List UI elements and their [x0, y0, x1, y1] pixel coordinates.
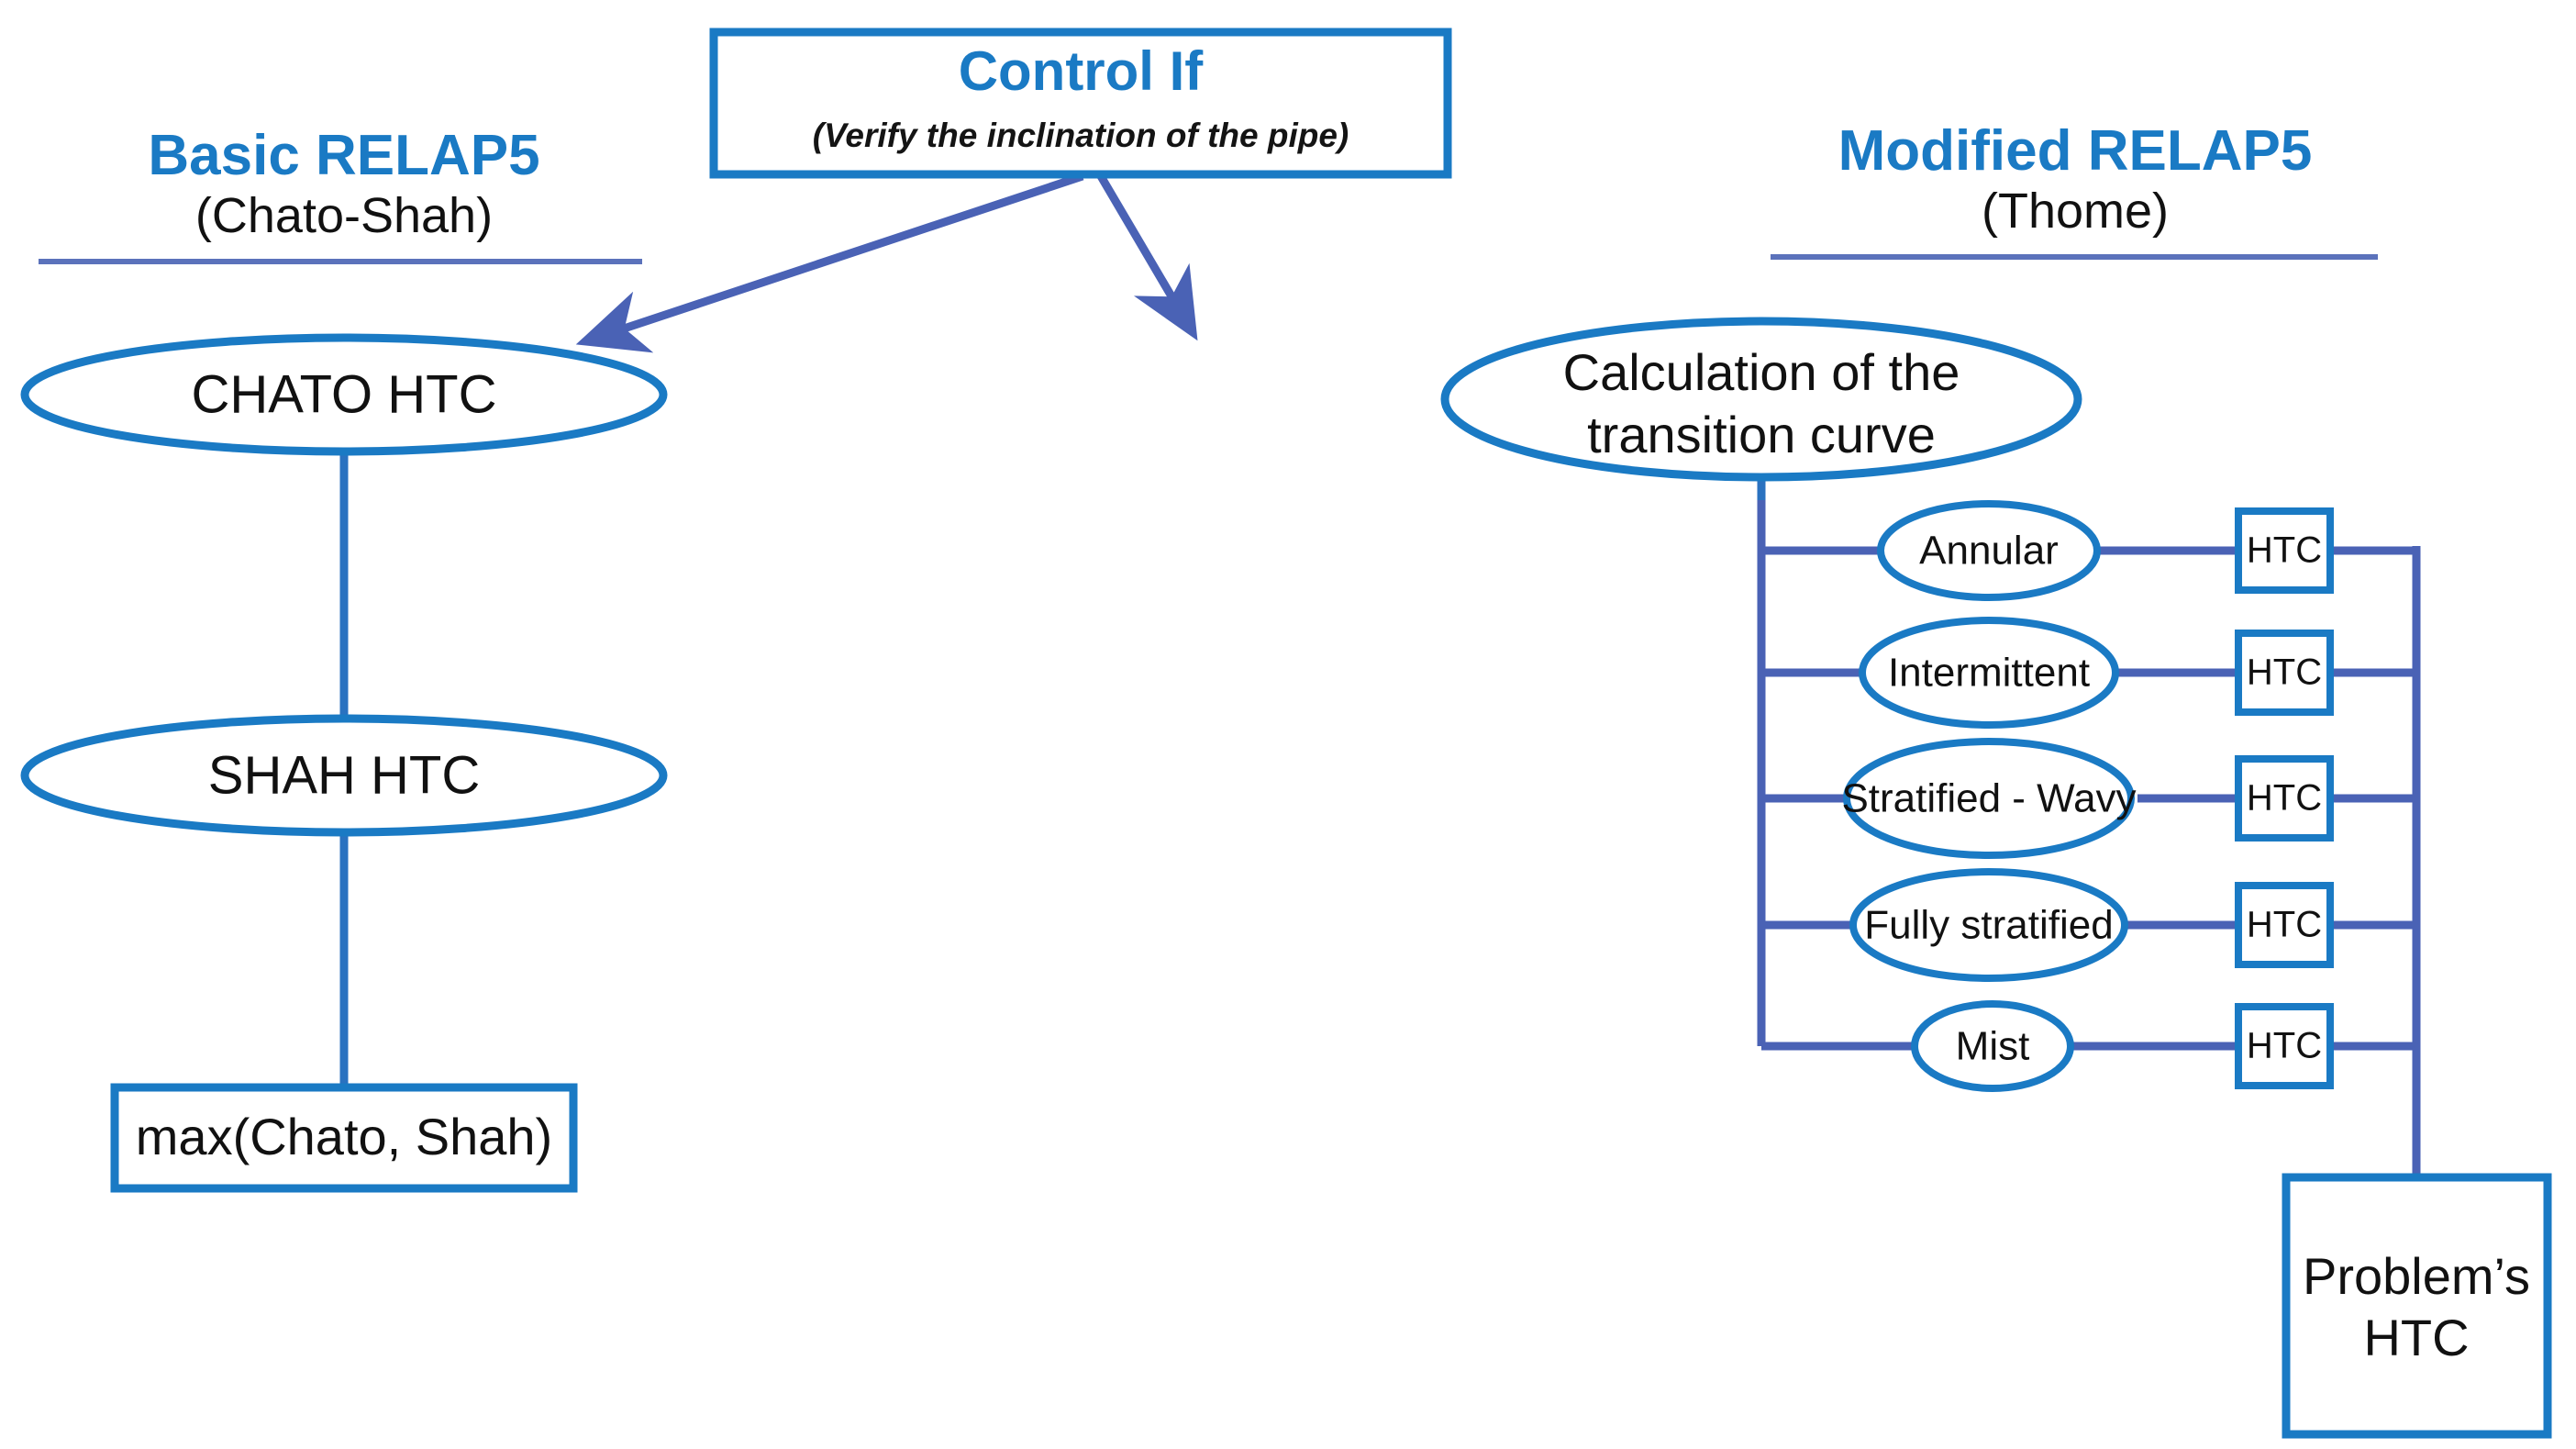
right-header-subtitle: (Thome)	[1982, 184, 2169, 239]
htc-box-stratified-wavy[interactable]	[2235, 755, 2334, 842]
chato-htc-label: CHATO HTC	[192, 364, 497, 424]
control-if-title: Control If	[959, 40, 1205, 102]
regime-ellipse-annular[interactable]	[1877, 500, 2101, 601]
htc-label-fully-stratified: HTC	[2247, 905, 2322, 945]
regime-label-annular: Annular	[1919, 529, 2059, 574]
htc-label-mist: HTC	[2247, 1026, 2322, 1066]
left-header-title: Basic RELAP5	[148, 124, 539, 187]
control-if-box[interactable]	[709, 28, 1452, 179]
regime-ellipse-fully-stratified[interactable]	[1849, 868, 2128, 982]
chato-htc-ellipse[interactable]	[20, 333, 668, 456]
htc-label-stratified-wavy: HTC	[2247, 778, 2322, 819]
regime-label-intermittent: Intermittent	[1888, 651, 2090, 696]
problems-htc-label-line2: HTC	[2363, 1309, 2469, 1366]
htc-label-intermittent: HTC	[2247, 652, 2322, 693]
htc-box-fully-stratified[interactable]	[2235, 882, 2334, 968]
transition-curve-label-line1: Calculation of the	[1563, 343, 1960, 401]
regime-label-mist: Mist	[1956, 1024, 2030, 1069]
regime-ellipse-intermittent[interactable]	[1859, 617, 2119, 729]
shah-htc-label: SHAH HTC	[208, 745, 480, 805]
transition-curve-ellipse[interactable]	[1440, 317, 2082, 482]
regime-label-fully-stratified: Fully stratified	[1864, 903, 2113, 948]
regime-ellipse-mist[interactable]	[1911, 1000, 2074, 1092]
left-header-subtitle: (Chato-Shah)	[195, 188, 493, 243]
shah-htc-ellipse[interactable]	[20, 714, 668, 837]
htc-box-intermittent[interactable]	[2235, 630, 2334, 716]
htc-box-annular[interactable]	[2235, 507, 2334, 594]
control-if-subtitle: (Verify the inclination of the pipe)	[813, 117, 1349, 154]
htc-box-mist[interactable]	[2235, 1003, 2334, 1089]
htc-label-annular: HTC	[2247, 530, 2322, 571]
arrow-control-to-chato	[575, 172, 1084, 353]
transition-curve-label-line2: transition curve	[1587, 406, 1936, 463]
problems-htc-label-line1: Problem’s	[2303, 1247, 2530, 1305]
regime-ellipse-stratified-wavy[interactable]	[1843, 738, 2135, 859]
right-header-title: Modified RELAP5	[1838, 119, 2313, 183]
arrow-control-to-transition	[1097, 173, 1198, 341]
max-chato-shah-label: max(Chato, Shah)	[136, 1108, 552, 1165]
max-chato-shah-box[interactable]	[110, 1083, 578, 1193]
regime-label-stratified-wavy: Stratified - Wavy	[1841, 776, 2136, 821]
problems-htc-box[interactable]	[2282, 1173, 2552, 1439]
